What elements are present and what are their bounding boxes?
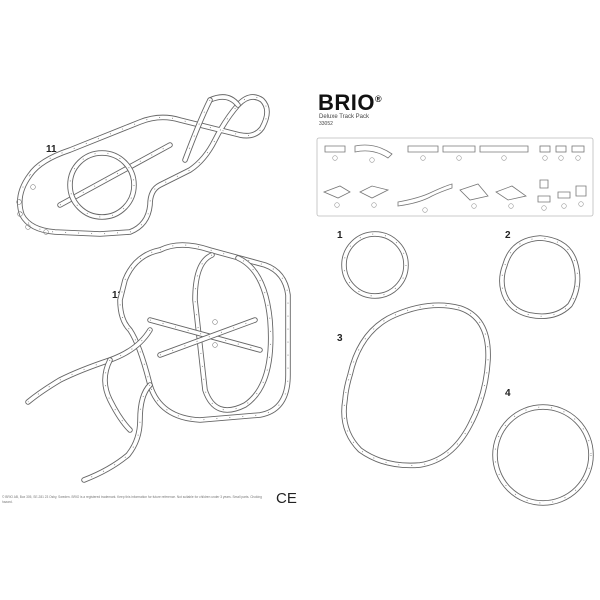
switch-part-icon	[495, 185, 527, 201]
curve-part-icon	[354, 144, 393, 159]
layout-3-track	[341, 302, 491, 469]
layout-number-12: 12	[112, 290, 124, 301]
connector-part-icon	[575, 185, 587, 197]
switch-left-part-icon	[322, 185, 351, 199]
switch-right-part-icon	[359, 185, 390, 199]
straight-short-part-icon	[324, 145, 346, 153]
switch-part-icon	[459, 183, 489, 201]
ce-mark: CE	[276, 490, 297, 507]
layout-1-track	[341, 231, 409, 299]
layout-number-4: 4	[505, 388, 511, 399]
layout-2-track	[499, 235, 581, 319]
connector-part-icon	[557, 191, 571, 199]
layout-number-11: 11	[46, 144, 57, 155]
layout-number-2: 2	[505, 230, 511, 241]
ascending-part-icon	[397, 183, 453, 207]
layout-number-3: 3	[337, 333, 343, 344]
product-name: Deluxe Track Pack	[319, 114, 370, 120]
layout-number-1: 1	[337, 230, 343, 241]
legal-text: © BRIO AB, Box 305, SE-281 23 Osby, Swed…	[2, 495, 262, 504]
mini-straight-part-icon	[539, 145, 551, 153]
straight-long-part-icon	[479, 145, 529, 153]
layout-4-track	[492, 404, 594, 506]
product-number: 33052	[319, 121, 333, 127]
layout-11-track	[16, 94, 270, 237]
mini-straight-part-icon	[571, 145, 585, 153]
parts-legend	[316, 137, 594, 217]
brand-logo: BRIO®	[318, 90, 383, 115]
connector-part-icon	[539, 179, 549, 189]
straight-medium-part-icon	[442, 145, 476, 153]
mini-straight-part-icon	[555, 145, 567, 153]
layout-12-track	[25, 242, 291, 483]
connector-part-icon	[537, 195, 551, 203]
straight-part-icon	[407, 145, 439, 153]
